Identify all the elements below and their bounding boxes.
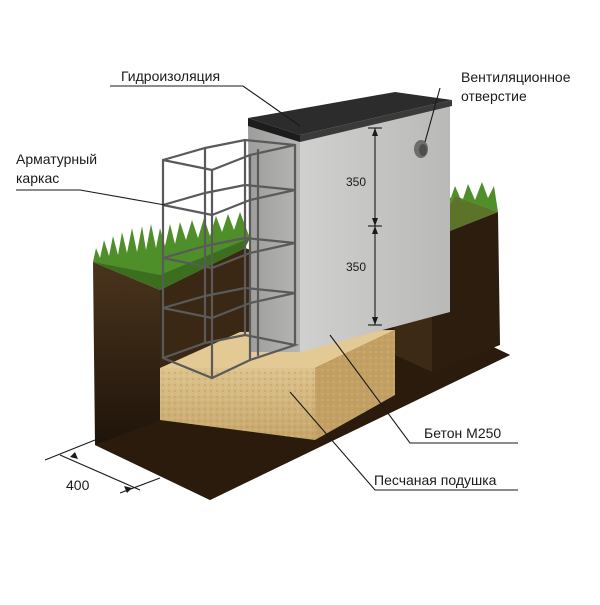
width-dimension — [44, 439, 161, 494]
soil-left-face — [93, 262, 160, 445]
dimension-upper-label: 350 — [346, 175, 366, 189]
leader-rebar — [16, 189, 166, 206]
waterproofing-layer — [248, 92, 452, 135]
dimension-lower-label: 350 — [346, 260, 366, 274]
leader-concrete — [329, 334, 518, 444]
leader-vent — [424, 87, 441, 143]
label-concrete: Бетон М250 — [424, 425, 501, 441]
label-rebar-line1: Арматурный — [16, 151, 97, 167]
rebar-cage — [161, 138, 300, 380]
label-vent-line1: Вентиляционное — [461, 69, 571, 85]
concrete-wall — [248, 92, 452, 352]
leader-sand — [289, 391, 518, 491]
label-vent-line2: отверстие — [461, 88, 527, 104]
label-rebar-line2: каркас — [16, 170, 59, 186]
dimension-width-label: 400 — [66, 477, 90, 493]
label-sand: Песчаная подушка — [374, 472, 497, 488]
leader-waterproofing — [110, 85, 301, 127]
height-dimension — [368, 127, 382, 326]
label-waterproofing: Гидроизоляция — [121, 68, 220, 84]
grass-left — [93, 212, 250, 290]
